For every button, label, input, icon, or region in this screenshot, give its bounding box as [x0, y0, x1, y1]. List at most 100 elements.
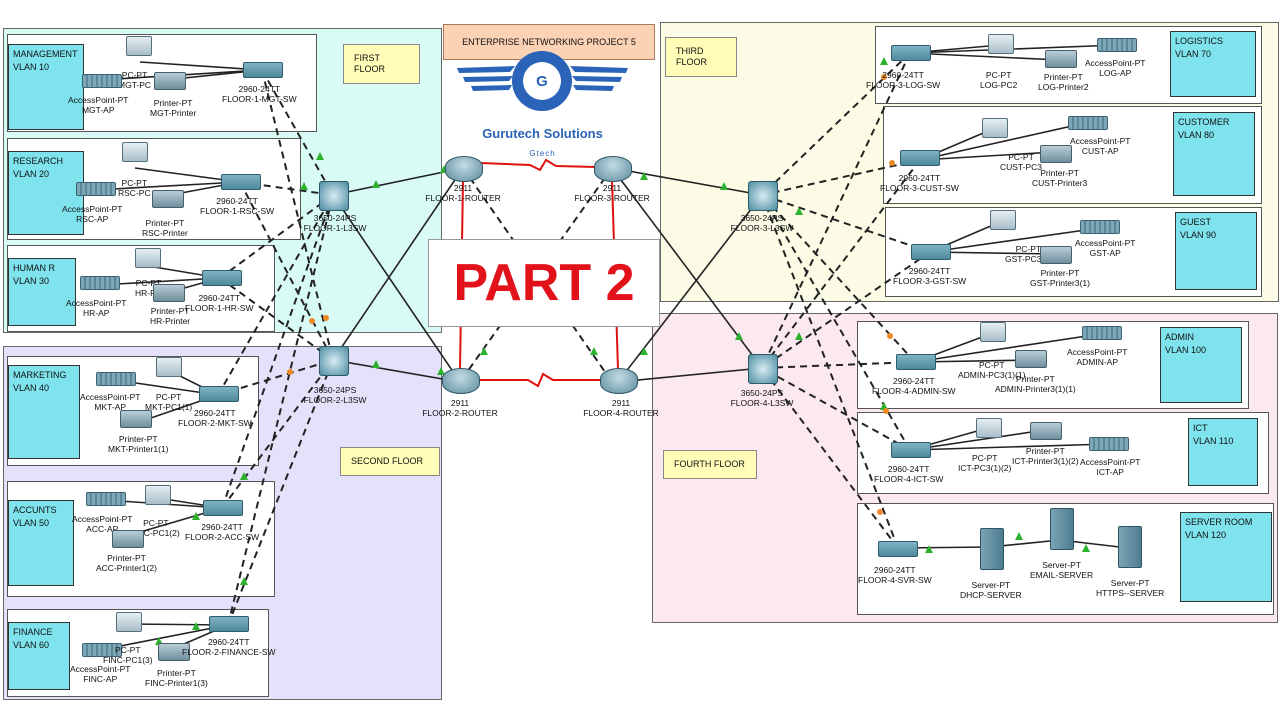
pc-icon[interactable] — [990, 210, 1016, 230]
access-point-icon[interactable] — [1080, 220, 1120, 234]
model: 2911 — [453, 183, 473, 193]
router-icon[interactable] — [600, 368, 638, 394]
pc-icon[interactable] — [982, 118, 1008, 138]
switch-icon[interactable] — [209, 616, 249, 632]
switch-icon[interactable] — [911, 244, 951, 260]
access-point-icon[interactable] — [80, 276, 120, 290]
l3-switch-icon[interactable] — [748, 354, 778, 384]
server-icon[interactable] — [1118, 526, 1142, 568]
model: 2960-24TT — [238, 84, 281, 94]
model: Printer-PT — [153, 98, 193, 108]
switch-icon[interactable] — [878, 541, 918, 557]
hostname: RSC-Printer — [142, 228, 188, 238]
hostname: ADMIN-AP — [1076, 357, 1119, 367]
access-point-icon[interactable] — [1089, 437, 1129, 451]
model: Printer-PT — [157, 668, 196, 678]
pc-icon[interactable] — [980, 322, 1006, 342]
printer-icon[interactable] — [1045, 50, 1077, 68]
pc-icon[interactable] — [122, 142, 148, 162]
access-point-icon[interactable] — [1097, 38, 1137, 52]
hostname: FLOOR-1-MGT-SW — [222, 94, 297, 104]
model: AccessPoint-PT — [1085, 58, 1146, 68]
server-icon[interactable] — [980, 528, 1004, 570]
printer-icon[interactable] — [158, 643, 190, 661]
router-icon[interactable] — [594, 156, 632, 182]
pc-icon[interactable] — [988, 34, 1014, 54]
printer-icon[interactable] — [1030, 422, 1062, 440]
vlan-id: VLAN 100 — [1165, 345, 1207, 355]
switch-icon[interactable] — [891, 45, 931, 61]
switch-icon[interactable] — [896, 354, 936, 370]
server-icon[interactable] — [1050, 508, 1074, 550]
printer-icon[interactable] — [1040, 145, 1072, 163]
pc-icon[interactable] — [156, 357, 182, 377]
pc-icon[interactable] — [126, 36, 152, 56]
l3-switch-icon[interactable] — [319, 346, 349, 376]
switch-icon[interactable] — [202, 270, 242, 286]
vlan-name: CUSTOMER — [1178, 117, 1230, 127]
model: Server-PT — [1110, 578, 1150, 588]
model: 2960-24TT — [898, 173, 941, 183]
first-floor-label: FIRST FLOOR — [343, 44, 420, 84]
access-point-icon[interactable] — [1082, 326, 1122, 340]
model: AccessPoint-PT — [70, 664, 131, 674]
pc-icon[interactable] — [116, 612, 142, 632]
vlan-name: GUEST — [1180, 217, 1212, 227]
printer-icon[interactable] — [1040, 246, 1072, 264]
access-point-icon[interactable] — [82, 643, 122, 657]
l3-switch-icon[interactable] — [319, 181, 349, 211]
pc-icon[interactable] — [145, 485, 171, 505]
printer-icon[interactable] — [112, 530, 144, 548]
access-point-icon[interactable] — [76, 182, 116, 196]
printer-icon[interactable] — [1015, 350, 1047, 368]
hostname: FLOOR-4-SVR-SW — [858, 575, 932, 585]
switch-icon[interactable] — [891, 442, 931, 458]
switch-icon[interactable] — [221, 174, 261, 190]
router-icon[interactable] — [445, 156, 483, 182]
pc-icon[interactable] — [135, 248, 161, 268]
model: AccessPoint-PT — [62, 204, 123, 214]
hostname: CUST-Printer3 — [1032, 178, 1088, 188]
switch-icon[interactable] — [203, 500, 243, 516]
hostname: MKT-Printer1(1) — [108, 444, 169, 454]
hostname: ACC-AP — [86, 524, 119, 534]
hostname: RSC-PC — [118, 188, 151, 198]
printer-icon[interactable] — [152, 190, 184, 208]
access-point-icon[interactable] — [86, 492, 126, 506]
printer-icon[interactable] — [120, 410, 152, 428]
hostname: LOG-PC2 — [980, 80, 1018, 90]
model: 2911 — [450, 398, 470, 408]
router-icon[interactable] — [442, 368, 480, 394]
hostname: FLOOR-4-ADMIN-SW — [872, 386, 956, 396]
model: 3650-24PS — [313, 213, 357, 223]
access-point-icon[interactable] — [1068, 116, 1108, 130]
switch-icon[interactable] — [900, 150, 940, 166]
switch-icon[interactable] — [243, 62, 283, 78]
access-point-icon[interactable] — [82, 74, 122, 88]
l3-switch-icon[interactable] — [748, 181, 778, 211]
hostname: ACC-PC1(2) — [132, 528, 180, 538]
pc-icon[interactable] — [976, 418, 1002, 438]
hostname: GST-Printer3(1) — [1030, 278, 1090, 288]
brand-logo: G Gurutech Solutions Gtech — [455, 48, 630, 163]
access-point-icon[interactable] — [96, 372, 136, 386]
printer-icon[interactable] — [153, 284, 185, 302]
switch-icon[interactable] — [199, 386, 239, 402]
hostname: FLOOR-2-ROUTER — [422, 408, 498, 418]
hostname: DHCP-SERVER — [960, 590, 1022, 600]
printer-icon[interactable] — [154, 72, 186, 90]
hostname: FLOOR-4-L3SW — [730, 398, 794, 408]
